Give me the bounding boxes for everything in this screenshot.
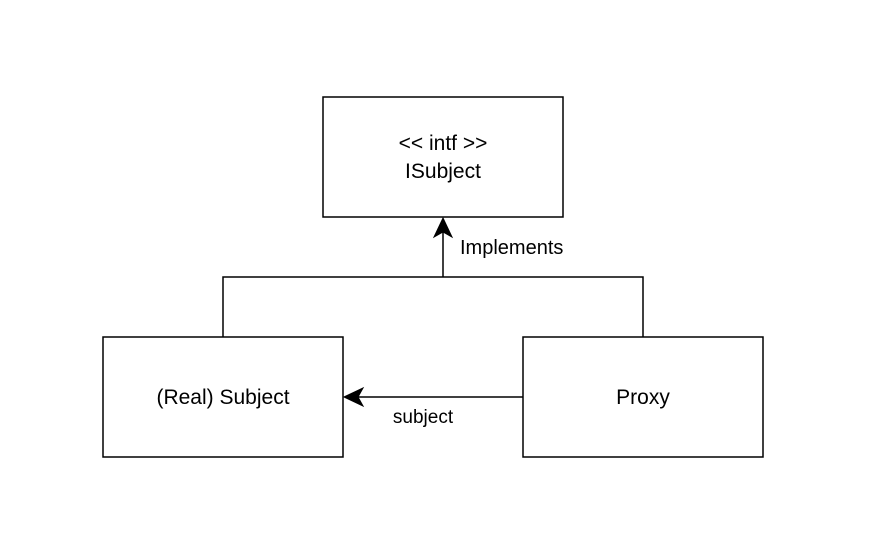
implements-edge[interactable]: Implements	[222, 216, 644, 337]
proxy-box	[522, 336, 764, 458]
real-subject-name: (Real) Subject	[156, 386, 289, 409]
subject-arrowhead	[342, 386, 365, 408]
isubject-name: ISubject	[405, 160, 481, 183]
real-subject-node[interactable]: (Real) Subject	[102, 336, 344, 458]
proxy-node[interactable]: Proxy	[522, 336, 764, 458]
implements-connector-line	[222, 232, 644, 337]
isubject-box	[322, 96, 564, 218]
subject-edge[interactable]: subject	[342, 386, 523, 428]
isubject-node[interactable]: << intf >> ISubject	[322, 96, 564, 218]
subject-label: subject	[393, 407, 454, 428]
implements-label: Implements	[460, 237, 563, 259]
proxy-name: Proxy	[616, 386, 670, 409]
real-subject-box	[102, 336, 344, 458]
implements-arrowhead	[432, 216, 454, 239]
isubject-stereotype: << intf >>	[399, 132, 488, 155]
